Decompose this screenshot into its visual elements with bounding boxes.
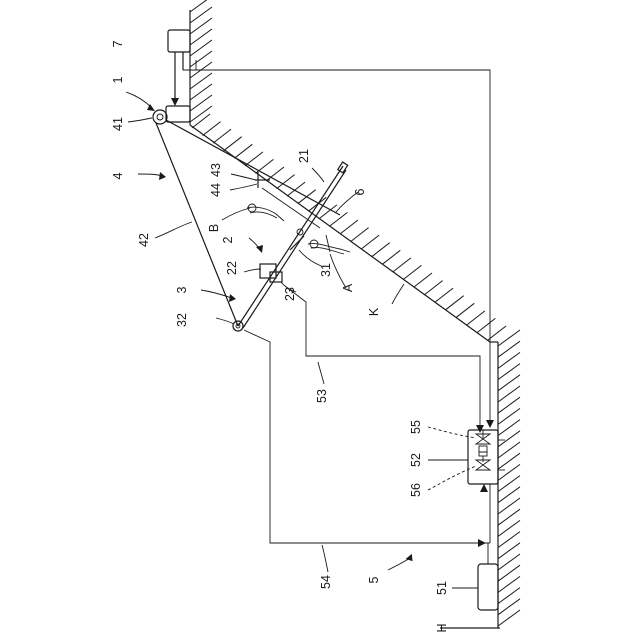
label-valve-box: 52	[409, 453, 423, 467]
hatch-mark	[435, 288, 453, 302]
labels: 7 1 41 4 42 3 32 2 22 23 31 A B 44 43 21…	[111, 40, 449, 632]
label-joint: 31	[319, 263, 333, 277]
label-base-actuator: 51	[435, 581, 449, 595]
hatch-mark	[372, 243, 390, 257]
hatch-mark	[192, 114, 210, 128]
label-lower-pivot: 3	[175, 286, 189, 293]
hatch-mark	[382, 250, 400, 264]
hatch-mark	[224, 137, 242, 151]
leader-lines	[126, 92, 478, 628]
hatch-mark	[393, 258, 411, 272]
label-worker-b: B	[207, 224, 221, 232]
hatch-mark	[488, 326, 506, 340]
label-cable-assembly: 4	[111, 172, 125, 179]
hatch-mark	[340, 220, 358, 234]
worker-b-figure	[247, 204, 284, 221]
label-worker-a: A	[341, 283, 355, 292]
hatch-mark	[245, 152, 263, 166]
lower-wall	[490, 330, 520, 628]
joint	[290, 229, 304, 250]
label-cable: 42	[137, 233, 151, 247]
hatch-mark	[403, 265, 421, 279]
top-actuator	[168, 30, 190, 106]
worker-a-figure	[308, 235, 350, 254]
label-boom: 21	[297, 149, 311, 163]
valve-box	[468, 430, 505, 492]
label-valve-upper: 55	[409, 420, 423, 434]
label-carriage: 22	[225, 261, 239, 275]
hatch-mark	[255, 159, 273, 173]
hatch-mark	[190, 0, 212, 12]
hatch-mark	[361, 235, 379, 249]
label-ground: H	[435, 623, 449, 632]
hatch-mark	[414, 273, 432, 287]
label-arm-unit: 2	[221, 236, 235, 243]
valve-upper-symbol	[476, 430, 490, 444]
lower-pipe	[244, 330, 490, 547]
valve-lower-symbol	[476, 456, 490, 470]
hatch-mark	[234, 144, 252, 158]
upper-pipe	[285, 286, 484, 433]
label-upper-bracket: 43	[209, 163, 223, 177]
hatch-mark	[203, 122, 221, 136]
upper-wall	[190, 0, 212, 125]
hatch-mark	[351, 228, 369, 242]
label-carriage-base: 23	[283, 287, 297, 301]
hatch-mark	[477, 318, 495, 332]
slope-surface	[190, 114, 506, 342]
label-control-unit: 5	[367, 576, 381, 583]
valve-box-markings	[479, 446, 487, 456]
label-hand-tool: 6	[353, 188, 367, 195]
boom	[238, 162, 348, 328]
label-upper-sheave: 41	[111, 117, 125, 131]
label-lower-pipe: 54	[319, 575, 333, 589]
label-lower-sheave: 32	[175, 313, 189, 327]
label-guide: 44	[209, 183, 223, 197]
label-device: 1	[111, 76, 125, 83]
label-top-actuator: 7	[111, 40, 125, 47]
hatch-mark	[467, 311, 485, 325]
label-slope: K	[367, 307, 381, 316]
base-actuator	[478, 543, 498, 610]
label-valve-lower: 56	[409, 483, 423, 497]
hatch-mark	[213, 129, 231, 143]
hatch-mark	[456, 303, 474, 317]
hatch-mark	[446, 296, 464, 310]
hatch-mark	[425, 281, 443, 295]
label-upper-pipe: 53	[315, 389, 329, 403]
upper-sheave	[153, 106, 190, 124]
